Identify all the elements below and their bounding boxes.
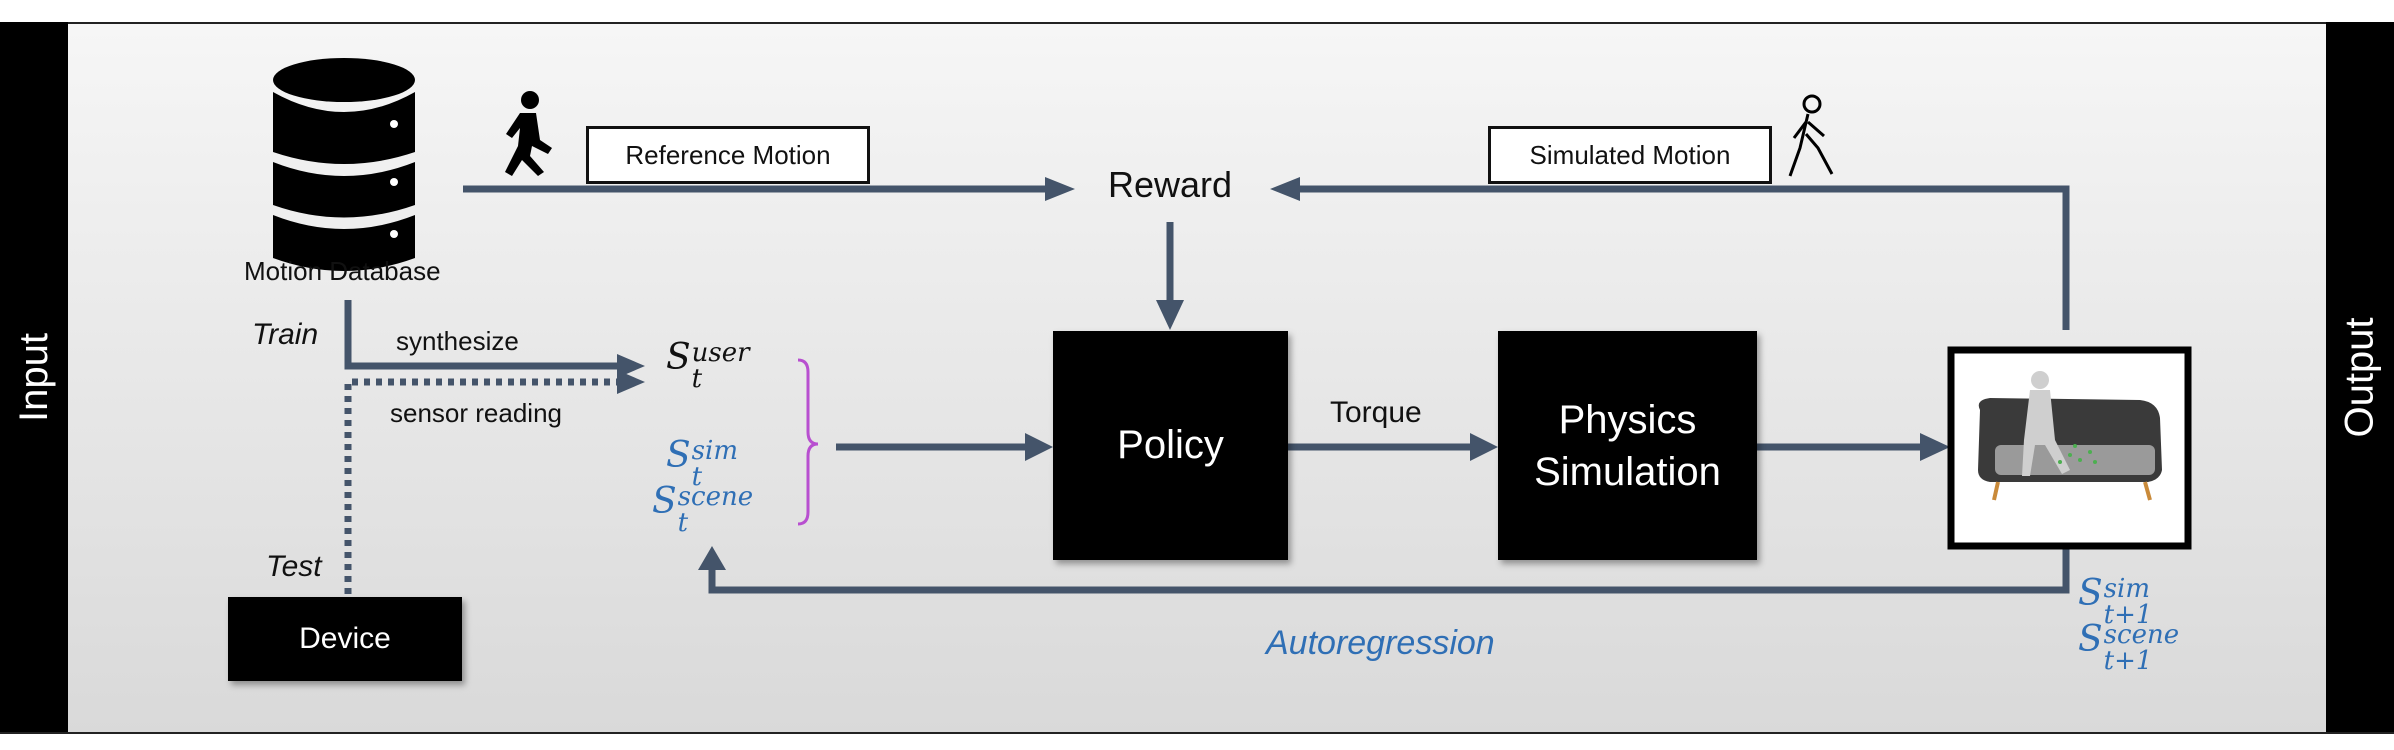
- math-s: S: [652, 481, 677, 522]
- arrow-synthesize: [344, 300, 620, 370]
- arrowhead: [1045, 177, 1075, 201]
- simulated-motion-label: Simulated Motion: [1529, 139, 1731, 170]
- math-sub: t+1: [2103, 600, 2153, 630]
- math-sub: t: [677, 508, 689, 538]
- arrowhead: [698, 546, 726, 570]
- physics-simulation-box: Physics Simulation: [1498, 331, 1757, 560]
- input-sidebar: Input: [0, 22, 68, 732]
- device-label: Device: [299, 622, 391, 655]
- running-person-icon: [505, 91, 552, 176]
- math-sup: scene: [2103, 620, 2180, 650]
- simulation-label: Simulation: [1534, 449, 1721, 494]
- arrow-autoregression: [708, 548, 2070, 594]
- autoregression-label: Autoregression: [1266, 624, 1495, 662]
- math-s: S: [2078, 573, 2103, 614]
- arrowhead: [1025, 433, 1053, 461]
- math-s: S: [2078, 619, 2103, 660]
- policy-box: Policy: [1053, 331, 1288, 560]
- train-label: Train: [252, 318, 319, 351]
- reference-motion-box: Reference Motion: [586, 126, 870, 184]
- math-sup: scene: [677, 482, 754, 512]
- output-label: Output: [2337, 316, 2382, 438]
- arrowhead: [1156, 300, 1184, 330]
- state-bracket: [797, 358, 819, 526]
- test-label: Test: [266, 550, 322, 583]
- math-sub: t+1: [2103, 646, 2153, 676]
- output-sidebar: Output: [2326, 22, 2394, 732]
- math-sub: t: [691, 364, 703, 394]
- database-icon: [273, 58, 415, 271]
- arrowhead: [617, 370, 645, 394]
- math-sub: t: [691, 462, 703, 492]
- device-box: Device: [228, 597, 462, 681]
- reference-motion-label: Reference Motion: [625, 139, 831, 170]
- math-sup: user: [691, 338, 750, 368]
- arrowhead: [1470, 433, 1498, 461]
- arrowhead: [1920, 433, 1950, 461]
- synthesize-label: synthesize: [396, 326, 519, 356]
- arrow-output-to-reward: [1300, 185, 2070, 330]
- math-s: S: [666, 337, 691, 378]
- sensor-reading-label: sensor reading: [390, 398, 562, 428]
- physics-label: Physics: [1558, 397, 1697, 442]
- arrowhead: [1270, 177, 1300, 201]
- torque-label: Torque: [1330, 396, 1422, 429]
- math-s: S: [666, 435, 691, 476]
- motion-database-label: Motion Database: [244, 256, 441, 286]
- math-sup: sim: [2103, 574, 2150, 604]
- math-sup: sim: [691, 436, 738, 466]
- input-label: Input: [11, 332, 56, 422]
- walking-person-icon: [1788, 94, 1834, 177]
- policy-label: Policy: [1117, 423, 1224, 467]
- humanoid-on-sofa-image: [1978, 371, 2162, 501]
- simulated-motion-box: Simulated Motion: [1488, 126, 1772, 184]
- reward-label: Reward: [1108, 164, 1233, 205]
- arrowhead: [617, 354, 645, 378]
